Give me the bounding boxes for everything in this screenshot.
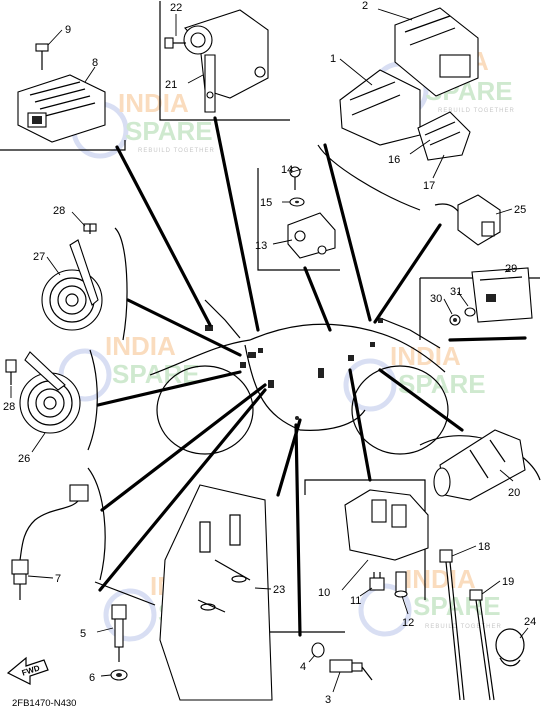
part-label-27: 27 [33,251,45,263]
part-label-24: 24 [524,616,536,628]
clip-part-24 [495,628,525,667]
part-label-12: 12 [402,617,414,629]
connector-mark [240,362,246,368]
part-label-9: 9 [65,24,71,36]
watermark-top: INDIA SPARE REBUILD TOGETHER [71,88,215,159]
part-label-29: 29 [505,263,517,275]
resistor-part-29 [471,267,533,323]
horn-part-27 [41,239,103,331]
washer-part-6 [110,669,128,681]
ecu-part-10 [344,489,429,561]
watermark-line2: SPARE [125,116,213,146]
connector-mark [378,318,383,323]
part-label-28-left: 28 [3,401,15,413]
front-wheel-outline [156,365,254,455]
watermark-tagline: REBUILD TOGETHER [138,148,215,154]
washer-part-4 [311,642,325,658]
watermark-line1: INDIA [405,564,476,594]
part-label-4: 4 [300,661,306,673]
sensor-part-7 [11,484,89,600]
part-label-30: 30 [430,293,442,305]
switch-part-3 [329,659,373,681]
sensor-bracket-13 [287,212,336,259]
connector-mark [370,342,375,347]
screw-part-28-left [5,359,17,385]
connector-mark [258,348,263,353]
watermark-tagline: REBUILD TOGETHER [425,624,502,630]
part-label-19: 19 [502,576,514,588]
cable-tie-part-19 [469,589,495,701]
part-label-21: 21 [165,79,177,91]
watermark-tagline: REBUILD TOGETHER [438,108,515,114]
bolt-part-12 [394,571,408,598]
part-label-23: 23 [273,584,285,596]
connector-part-11 [369,572,385,591]
part-label-11: 11 [350,595,361,607]
connector-mark [348,355,354,361]
screw-part-22 [164,14,186,49]
part-label-17: 17 [423,180,435,192]
horn-part-26 [19,351,81,434]
screw-part-14 [289,166,301,190]
part-label-7: 7 [55,573,61,585]
part-label-1: 1 [330,53,336,65]
part-label-13: 13 [255,240,267,252]
part-label-5: 5 [80,628,86,640]
part-label-26: 26 [18,453,30,465]
watermark-mid-right: INDIA SPARE [343,341,486,412]
watermark-line2: SPARE [413,591,501,621]
washer-part-31 [464,307,476,317]
sensor-part-5 [111,604,127,662]
relay-part-1 [339,69,421,146]
part-label-31: 31 [450,286,462,298]
cover-panel-23 [159,484,273,701]
watermark-line1: INDIA [105,331,176,361]
nut-part-30 [449,314,461,326]
watermark-line1: INDIA [118,88,189,118]
washer-part-15 [289,197,305,207]
connector-mark [318,368,324,378]
flasher-relay-25 [457,194,501,246]
screw-part-28-top [83,223,97,234]
relay-parts-16-17 [417,111,471,161]
part-label-2: 2 [362,0,368,12]
part-label-10: 10 [318,587,330,599]
part-label-15: 15 [260,197,272,209]
rear-wheel-outline [351,365,449,455]
connector-mark [205,325,213,331]
watermark-mid-left: INDIA SPARE [58,331,200,402]
part-label-28-top: 28 [53,205,65,217]
leader-lines [96,116,527,637]
rectifier-regulator [17,74,106,143]
part-label-20: 20 [508,487,520,499]
part-label-3: 3 [325,694,331,706]
part-label-18: 18 [478,541,490,553]
relay-part-2 [394,7,479,97]
canister-part-20 [433,429,526,501]
motorcycle-frame-outline [149,299,449,455]
fwd-arrow-icon: FWD [6,656,49,685]
part-number-labels: 9 8 22 21 2 1 16 17 14 15 13 25 29 30 31… [3,0,536,706]
bracket-frames [0,1,541,633]
part-label-22: 22 [170,2,182,14]
cover-part-21 [183,9,269,113]
connector-mark [268,380,274,388]
part-label-8: 8 [92,57,98,69]
part-label-25: 25 [514,204,526,216]
diagram-code: 2FB1470-N430 [12,698,76,709]
watermark-bottom-right: INDIA SPARE REBUILD TOGETHER [358,564,502,637]
part-label-16: 16 [388,154,400,166]
connector-mark [248,352,256,358]
number-leaders [10,8,529,693]
part-label-14: 14 [281,164,293,176]
bolt-part-9 [35,29,63,70]
part-label-6: 6 [89,672,95,684]
